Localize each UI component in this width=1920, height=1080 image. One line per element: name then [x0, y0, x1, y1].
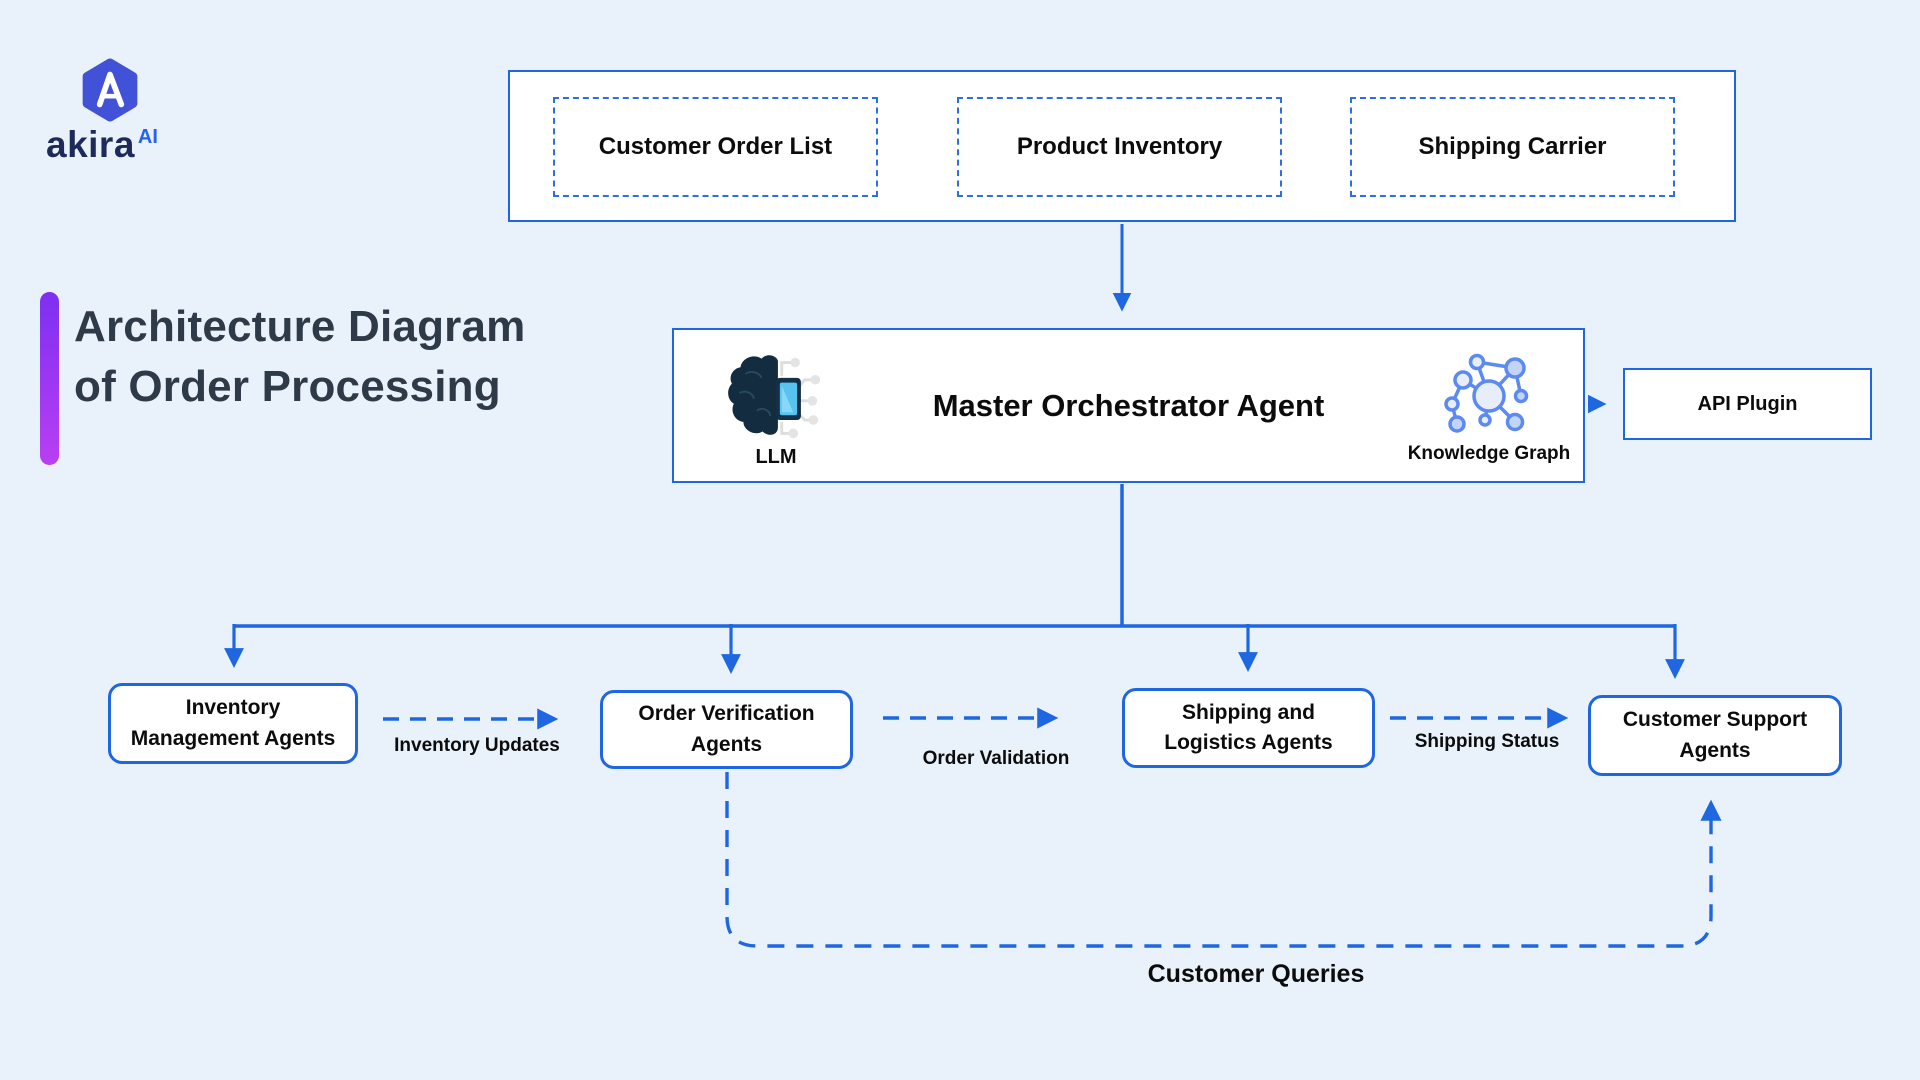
brand-suffix: AI — [137, 126, 158, 148]
llm-brain-chip-icon — [728, 355, 821, 439]
data-source-customer-order-list: Customer Order List — [553, 97, 878, 197]
title-accent-bar — [40, 292, 59, 465]
agent-order-verification: Order Verification Agents — [600, 690, 853, 769]
agent-inventory-management: Inventory Management Agents — [108, 683, 358, 764]
agent-label: Shipping and Logistics Agents — [1164, 700, 1333, 754]
knowledge-graph-block: Knowledge Graph — [1404, 348, 1574, 465]
data-source-product-inventory: Product Inventory — [957, 97, 1282, 197]
agent-label: Customer Support Agents — [1622, 708, 1808, 762]
llm-block: LLM — [714, 351, 838, 469]
knowledge-graph-network-icon — [1444, 353, 1529, 433]
agent-label: Inventory Management Agents — [130, 696, 336, 750]
flow-label-inventory-updates: Inventory Updates — [394, 735, 560, 756]
agent-customer-support: Customer Support Agents — [1588, 695, 1842, 776]
api-plugin-label: API Plugin — [1697, 392, 1798, 415]
master-orchestrator-box: Master Orchestrator Agent — [672, 328, 1585, 483]
flow-label-shipping-status: Shipping Status — [1414, 731, 1560, 752]
data-source-label: Customer Order List — [598, 133, 833, 160]
flow-label-customer-queries: Customer Queries — [1147, 960, 1365, 988]
agent-shipping-logistics: Shipping and Logistics Agents — [1122, 688, 1375, 768]
page-title: Architecture Diagram of Order Processing — [74, 297, 525, 417]
page-title-line1: Architecture Diagram — [74, 302, 526, 351]
page-title-line2: of Order Processing — [74, 362, 501, 411]
agent-label: Order Verification Agents — [638, 702, 815, 756]
llm-label: LLM — [755, 446, 797, 468]
data-source-label: Shipping Carrier — [1418, 133, 1607, 160]
master-orchestrator-title: Master Orchestrator Agent — [932, 387, 1325, 423]
flow-label-order-validation: Order Validation — [922, 748, 1070, 769]
api-plugin-box: API Plugin — [1623, 368, 1872, 440]
knowledge-graph-label: Knowledge Graph — [1407, 443, 1571, 464]
data-source-label: Product Inventory — [1016, 133, 1223, 160]
data-source-shipping-carrier: Shipping Carrier — [1350, 97, 1675, 197]
akira-hexagon-logo-icon — [82, 58, 138, 122]
